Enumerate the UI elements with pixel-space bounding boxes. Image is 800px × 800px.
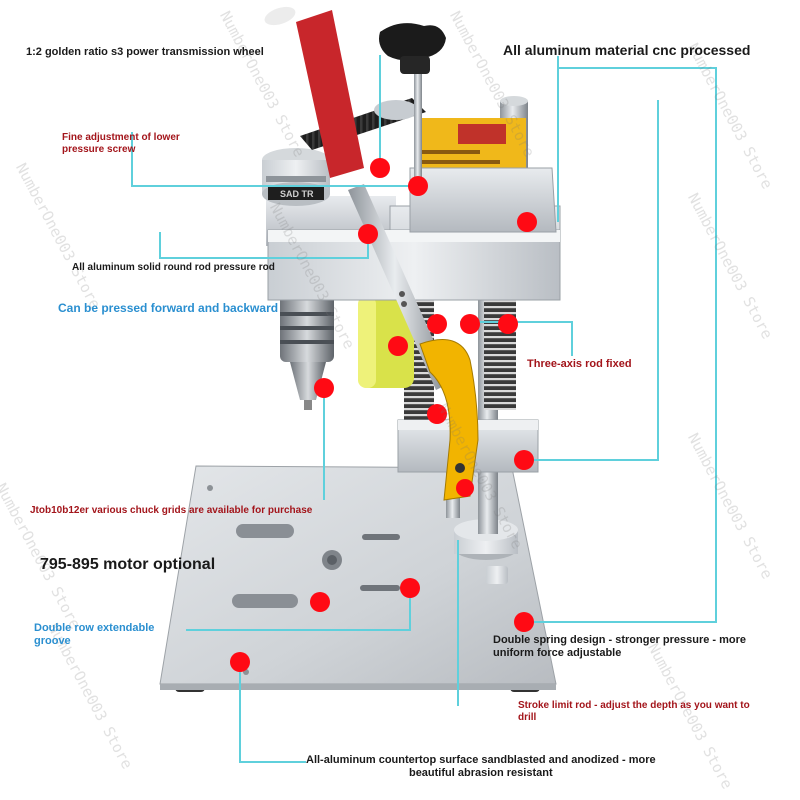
marker-dot (427, 314, 447, 334)
marker-dot (456, 479, 474, 497)
label-stroke-limit: Stroke limit rod - adjust the depth as y… (518, 700, 750, 723)
label-chuck-grids: Jtob10b12er various chuck grids are avai… (30, 505, 313, 516)
label-countertop: All-aluminum countertop surface sandblas… (306, 754, 656, 779)
pressure-screw (414, 60, 422, 190)
label-extendable-groove-line1: Double row extendable (34, 622, 155, 634)
label-pressed-forward-backward: Can be pressed forward and backward (58, 301, 279, 315)
label-extendable-groove: Double row extendable groove (34, 622, 154, 647)
adjustment-knob (379, 23, 446, 61)
label-double-spring: Double spring design - stronger pressure… (493, 634, 746, 659)
marker-dot (314, 378, 334, 398)
label-fine-adjustment: Fine adjustment of lower pressure screw (62, 132, 180, 155)
label-double-spring-line1: Double spring design - stronger pressure… (493, 634, 747, 646)
label-countertop-line1: All-aluminum countertop surface sandblas… (306, 754, 656, 766)
groove-slot (236, 524, 294, 538)
callout-markers (230, 158, 537, 672)
marker-dot (230, 652, 250, 672)
label-stroke-limit-line1: Stroke limit rod - adjust the depth as y… (518, 700, 750, 711)
motor-body (358, 296, 414, 388)
groove-slot (232, 594, 298, 608)
marker-dot (358, 224, 378, 244)
label-countertop-line2: beautiful abrasion resistant (408, 766, 553, 779)
marker-dot (498, 314, 518, 334)
marker-dot (388, 336, 408, 356)
marker-dot (400, 578, 420, 598)
label-double-spring-line2: uniform force adjustable (493, 646, 622, 659)
label-fine-adjustment-line2: pressure screw (62, 143, 136, 155)
label-stroke-limit-line2: drill (518, 711, 537, 723)
red-handle-grip (296, 10, 364, 178)
marker-dot (408, 176, 428, 196)
label-aluminum-cnc: All aluminum material cnc processed (503, 42, 751, 58)
marker-dot (427, 404, 447, 424)
leader-lines (131, 55, 717, 763)
column-base-clamp (454, 519, 518, 584)
label-extendable-groove-line2: groove (34, 634, 71, 647)
label-motor-optional: 795-895 motor optional (40, 556, 216, 573)
marker-dot (310, 592, 330, 612)
label-golden-ratio-wheel: 1:2 golden ratio s3 power transmission w… (26, 46, 264, 58)
head-tag-text: SAD TR (280, 189, 314, 199)
groove-slot (360, 585, 400, 591)
label-solid-round-rod: All aluminum solid round rod pressure ro… (72, 262, 275, 273)
groove-slot (362, 534, 400, 540)
marker-dot (460, 314, 480, 334)
marker-dot (370, 158, 390, 178)
marker-dot (517, 212, 537, 232)
label-three-axis-rod: Three-axis rod fixed (527, 358, 632, 370)
marker-dot (514, 450, 534, 470)
marker-dot (514, 612, 534, 632)
yellow-lever-arm (419, 339, 479, 501)
label-fine-adjustment-line1: Fine adjustment of lower (62, 132, 180, 143)
